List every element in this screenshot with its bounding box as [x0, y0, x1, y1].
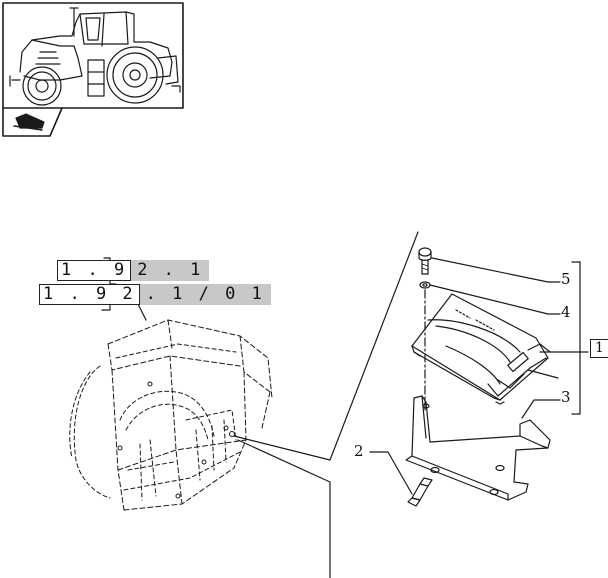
callout-1: 1	[590, 339, 608, 358]
detail-leader-upper	[233, 231, 419, 461]
callout-5: 5	[561, 270, 571, 288]
cab-frame-drawing	[69, 319, 273, 511]
callout-3: 3	[561, 388, 571, 406]
reference-code-b: 1 . 9 2. 1 / 0 1	[39, 284, 271, 305]
bracket-part-3	[405, 395, 551, 501]
bolt-part-2	[407, 477, 433, 507]
detail-leader-lower	[237, 439, 331, 578]
washer-part-4	[419, 281, 431, 289]
manual-book-icon	[13, 113, 45, 131]
callout-2: 2	[354, 442, 364, 460]
screw-part-5	[418, 247, 432, 275]
leader-4	[429, 284, 561, 315]
leader-3	[521, 399, 561, 419]
tractor-icon	[9, 7, 181, 106]
control-unit-part-1	[411, 293, 551, 405]
callout-4: 4	[561, 303, 571, 321]
leader-5	[431, 257, 561, 283]
leader-1b	[527, 369, 559, 379]
tractor-thumbnail	[2, 2, 184, 137]
ref-a-part1: 1 . 9	[57, 260, 132, 281]
ref-b-part1: 1 . 9 2	[39, 284, 140, 305]
ref-a-part2: 2 . 1	[131, 260, 210, 281]
group-bracket	[571, 261, 581, 415]
ref-b-part2: . 1 / 0 1	[139, 284, 271, 305]
leader-2	[369, 451, 413, 495]
